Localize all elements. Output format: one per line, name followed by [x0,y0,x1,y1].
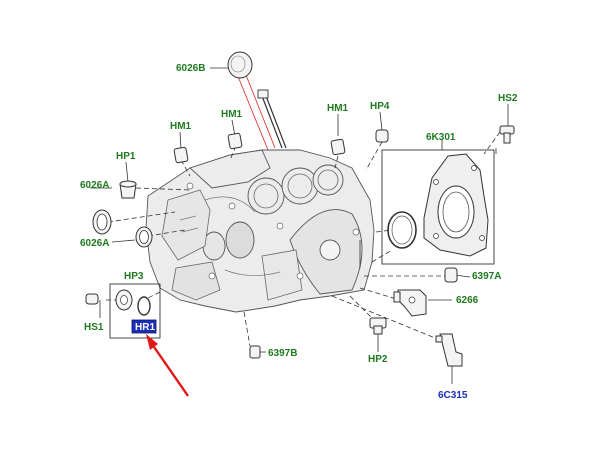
label-hs1: HS1 [84,322,104,333]
plug-6397a [444,267,458,283]
label-6026a-top: 6026A [80,180,109,191]
label-hp4: HP4 [370,101,390,112]
plug-assembly-hp3 [109,283,161,339]
label-6026b: 6026B [176,63,205,74]
dowel-hm1-mid [227,132,243,150]
bolt-hs1 [85,293,99,305]
seal-6026a-bottom [135,226,153,248]
label-hr1-highlight: HR1 [131,319,157,334]
engine-block [145,149,375,313]
label-6397a: 6397A [472,271,501,282]
plug-hp1 [119,180,137,199]
label-hm1-left: HM1 [170,121,192,132]
label-hm1-mid: HM1 [221,109,243,120]
seal-6026a-top [92,209,112,235]
label-hr1: HR1 [135,322,155,333]
dowel-hm1-left [173,146,189,164]
plug-6397b [249,345,261,359]
sensor-6c315 [435,333,463,367]
bracket-6266 [393,289,427,317]
label-hm1-right: HM1 [327,103,349,114]
label-hp1: HP1 [116,151,136,162]
red-pointer-arrow [146,334,189,397]
label-6266: 6266 [456,295,479,306]
label-hp2: HP2 [368,354,388,365]
label-hs2: HS2 [498,93,518,104]
dipstick-tube [257,89,287,149]
label-6c315: 6C315 [438,390,468,401]
plug-hp4 [375,129,389,143]
bolt-hs2 [499,125,515,144]
label-6k301: 6K301 [426,132,456,143]
rear-seal-assembly-6k301 [381,149,495,265]
label-hp3: HP3 [124,271,144,282]
label-6397b: 6397B [268,348,297,359]
label-6026a-bottom: 6026A [80,238,109,249]
plug-hp2 [369,317,387,335]
plug-6026b [227,51,253,79]
dowel-hm1-right [330,138,346,156]
